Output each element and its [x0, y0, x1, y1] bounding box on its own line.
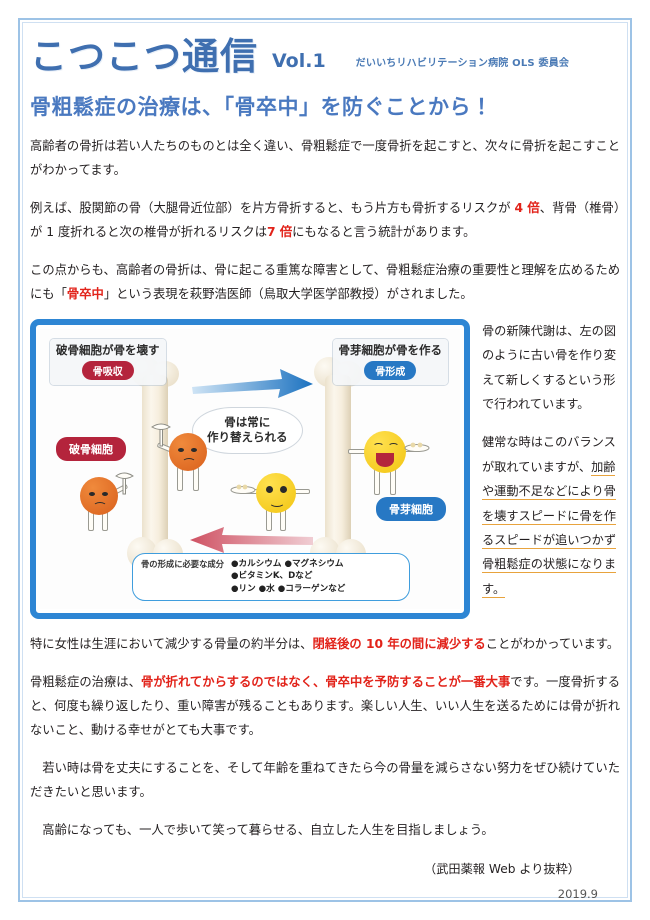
paragraph-4: 特に女性は生涯において減少する骨量の約半分は、閉経後の 10 年の間に減少するこ…	[30, 633, 620, 657]
figure-and-side-column: 破骨細胞が骨を壊す 骨吸収 骨芽細胞が骨を作る 骨形成 破骨細胞 骨芽細胞 骨は…	[30, 318, 620, 619]
page-border-frame	[18, 18, 632, 902]
character-osteoblast-2	[348, 425, 432, 503]
osteoblast-1-eye-right	[280, 485, 287, 493]
term-bone-stroke: 骨卒中	[66, 286, 104, 301]
paragraph-4-part-a: 特に女性は生涯において減少する骨量の約半分は、	[30, 636, 313, 651]
osteoblast-2-eye-left	[373, 442, 384, 450]
arrow-bone-resorption	[190, 526, 313, 553]
osteoclast-2-leg-left	[177, 466, 183, 491]
risk-multiplier-4x: 4 倍	[514, 200, 540, 215]
paragraph-2-part-c: にもなると言う統計があります。	[292, 224, 476, 239]
osteoclast-2-eye-right	[191, 447, 197, 452]
paragraph-1: 高齢者の骨折は若い人たちのものとは全く違い、骨粗鬆症で一度骨折を起こすと、次々に…	[30, 135, 620, 183]
osteoclast-1-eye-right	[102, 491, 108, 496]
osteoblast-2-tray-icon	[404, 442, 430, 452]
pill-bone-formation: 骨形成	[364, 360, 417, 380]
osteoblast-1-eye-left	[266, 485, 273, 493]
newsletter-title: こつこつ通信	[30, 35, 258, 78]
osteoblast-2-mouth	[376, 452, 394, 467]
character-osteoblast-1	[230, 465, 322, 539]
paragraph-5: 骨粗鬆症の治療は、骨が折れてからするのではなく、骨卒中を予防することが一番大事で…	[30, 671, 620, 743]
label-osteoclast-destroys: 破骨細胞が骨を壊す 骨吸収	[50, 338, 166, 385]
osteoclast-2-leg-right	[193, 466, 199, 491]
osteoblast-1-body	[256, 472, 296, 513]
paragraph-2: 例えば、股関節の骨（大腿骨近位部）を片方骨折すると、もう片方も骨折するリスクが …	[30, 197, 620, 245]
paragraph-3-part-a: この点からも、高齢者の骨折は、骨に起こる重篤な障害として、骨粗鬆症治療の重要性と…	[30, 262, 620, 301]
speech-bubble-remodeling: 骨は常に 作り替えられる	[192, 406, 303, 454]
osteoblast-2-body	[364, 430, 406, 473]
nutrient-item-2: ●ビタミンK、Dなど	[230, 571, 313, 582]
bone-shaft-left	[142, 374, 168, 550]
paragraph-6: 若い時は骨を丈夫にすることを、そして年齢を重ねてきたら今の骨量を減らさない努力を…	[30, 757, 620, 805]
paragraph-2-part-b: 、背骨（椎骨）が 1 度折れると次の椎骨が折れるリスクは	[30, 200, 620, 239]
newsletter-content: こつこつ通信 Vol.1 だいいちリハビリテーション病院 OLS 委員会 骨粗鬆…	[30, 30, 620, 901]
volume-label: Vol.1	[272, 50, 326, 72]
paragraph-3-part-b: 」という表現を萩野浩医師（鳥取大学医学部教授）がされました。	[103, 286, 473, 301]
nutrient-item-1: ●カルシウム ●マグネシウム	[230, 559, 344, 570]
osteoclast-1-eye-left	[89, 491, 95, 496]
osteoclast-2-mouth	[182, 457, 196, 467]
paragraph-7: 高齢になっても、一人で歩いて笑って暮らせる、自立した人生を目指しましょう。	[30, 819, 620, 843]
paragraph-5-part-a: 骨粗鬆症の治療は、	[30, 674, 141, 689]
bubble-line-1: 骨は常に	[224, 414, 271, 429]
osteoclast-1-hammer-icon	[115, 472, 134, 495]
side-paragraph-2-plain: 健常な時はこのバランスが取れていますが、	[482, 435, 616, 474]
side-paragraph-1: 骨の新陳代謝は、左の図のように古い骨を作り変えて新しくするという形で行われていま…	[482, 323, 617, 412]
osteoblast-1-smile	[269, 497, 285, 507]
menopause-bone-loss-highlight: 閉経後の 10 年の間に減少する	[312, 636, 486, 651]
osteoblast-2-eye-right	[388, 442, 399, 450]
arrow-bone-formation	[192, 368, 313, 398]
nutrients-info-box: 骨の形成に必要な成分 ●カルシウム ●マグネシウム ●ビタミンK、Dなど ●リン…	[132, 553, 410, 601]
figure-inner-canvas: 破骨細胞が骨を壊す 骨吸収 骨芽細胞が骨を作る 骨形成 破骨細胞 骨芽細胞 骨は…	[40, 328, 460, 609]
osteoclast-1-mouth	[93, 501, 107, 511]
bone-remodeling-figure: 破骨細胞が骨を壊す 骨吸収 骨芽細胞が骨を作る 骨形成 破骨細胞 骨芽細胞 骨は…	[30, 318, 470, 619]
osteoblast-2-leg-right	[390, 468, 396, 495]
osteoblast-2-leg-left	[374, 468, 380, 495]
side-column: 骨の新陳代謝は、左の図のように古い骨を作り変えて新しくするという形で行われていま…	[482, 319, 620, 601]
source-attribution: （武田薬報 Web より抜粋）	[424, 861, 580, 876]
bubble-line-2: 作り替えられる	[207, 430, 288, 445]
label-osteoblast-title: 骨芽細胞が骨を作る	[338, 342, 443, 357]
osteoclast-2-eye-left	[178, 447, 184, 452]
pill-bone-resorption: 骨吸収	[81, 360, 134, 380]
page-headline: 骨粗鬆症の治療は、「骨卒中」を防ぐことから！	[30, 95, 493, 119]
paragraph-7-text: 高齢になっても、一人で歩いて笑って暮らせる、自立した人生を目指しましょう。	[42, 822, 494, 837]
label-osteoblast-builds: 骨芽細胞が骨を作る 骨形成	[332, 338, 448, 385]
prevention-emphasis: 骨が折れてからするのではなく、骨卒中を予防することが一番大事	[140, 674, 511, 689]
character-osteoclast-1	[72, 469, 134, 537]
masthead: こつこつ通信 Vol.1 だいいちリハビリテーション病院 OLS 委員会	[30, 30, 620, 75]
paragraph-3: この点からも、高齢者の骨折は、骨に起こる重篤な障害として、骨粗鬆症治療の重要性と…	[30, 259, 620, 307]
nutrient-item-3: ●リン ●水 ●コラーゲンなど	[230, 583, 346, 594]
side-paragraph-2: 健常な時はこのバランスが取れていますが、加齢や運動不足などにより骨を壊すスピード…	[482, 430, 620, 601]
paragraph-6-text: 若い時は骨を丈夫にすることを、そして年齢を重ねてきたら今の骨量を減らさない努力を…	[30, 760, 620, 799]
side-paragraph-2-underlined: 加齢や運動不足などにより骨を壊すスピードに骨を作るスピードが追いつかず骨粗鬆症の…	[482, 459, 617, 598]
publication-date: 2019.9	[557, 886, 598, 901]
osteoclast-1-body	[80, 476, 118, 515]
bone-shaft-right	[325, 374, 351, 550]
nutrients-box-title: 骨の形成に必要な成分	[141, 559, 224, 570]
organization-name: だいいちリハビリテーション病院 OLS 委員会	[355, 58, 570, 69]
character-osteoclast-2	[151, 423, 225, 497]
nutrients-list: ●カルシウム ●マグネシウム ●ビタミンK、Dなど ●リン ●水 ●コラーゲンな…	[231, 558, 345, 595]
osteoclast-2-pickaxe-icon	[151, 423, 171, 447]
label-osteoclast-title: 破骨細胞が骨を壊す	[56, 342, 160, 357]
osteoblast-1-tray-icon	[230, 484, 256, 494]
paragraph-4-part-b: ことがわかっています。	[485, 636, 620, 651]
paragraph-2-part-a: 例えば、股関節の骨（大腿骨近位部）を片方骨折すると、もう片方も骨折するリスクが	[30, 200, 515, 215]
risk-multiplier-7x: 7 倍	[267, 224, 293, 239]
paragraph-1-text: 高齢者の骨折は若い人たちのものとは全く違い、骨粗鬆症で一度骨折を起こすと、次々に…	[30, 139, 620, 177]
paragraph-5-part-b: です。一度骨折すると、何度も繰り返したり、重い障害が残ることもあります。楽しい人…	[30, 674, 620, 737]
osteoclast-2-body	[169, 432, 207, 471]
tag-osteoblast: 骨芽細胞	[376, 496, 446, 521]
tag-osteoclast: 破骨細胞	[56, 436, 126, 461]
